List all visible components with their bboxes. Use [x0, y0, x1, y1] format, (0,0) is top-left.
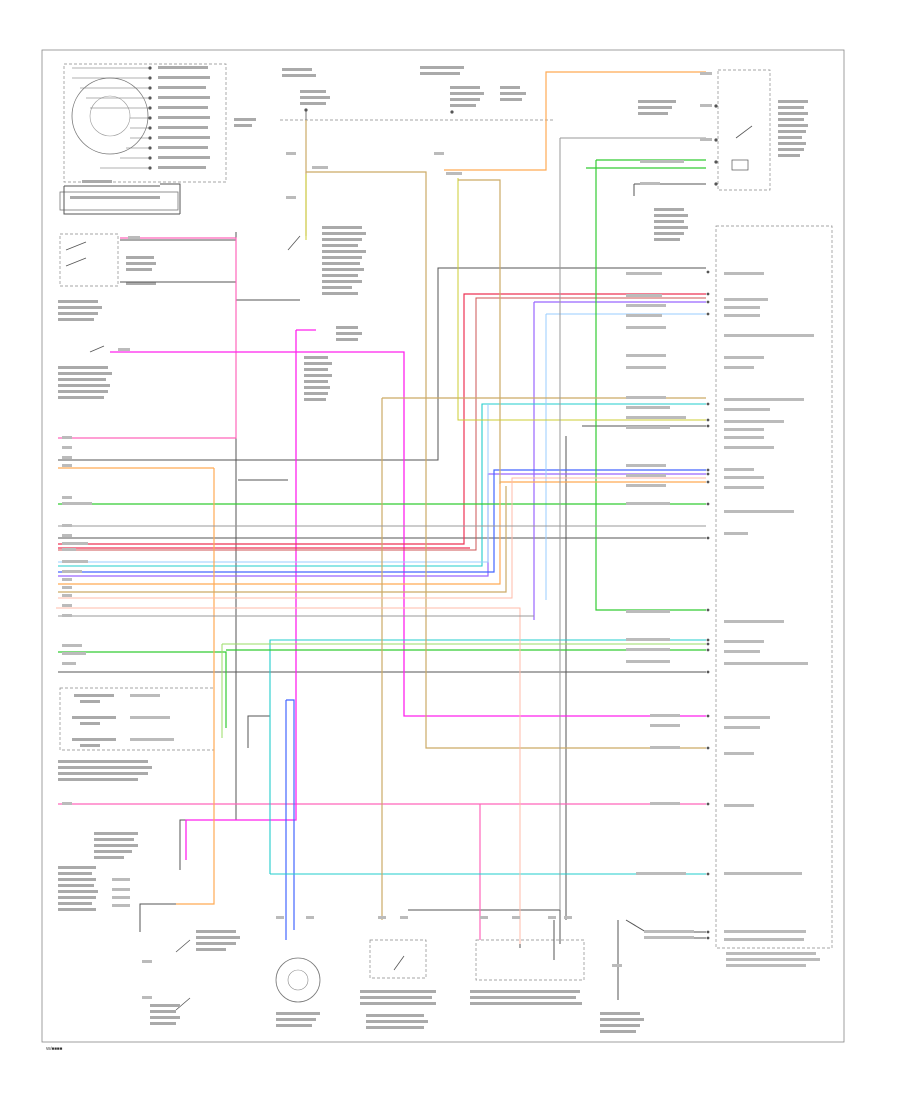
red-wires: [58, 293, 706, 549]
pcm-pins: [706, 270, 710, 940]
diagram-frame: [41, 49, 845, 1043]
left-components: [58, 687, 215, 911]
page-reference: W/■■■■: [46, 1046, 63, 1051]
bottom-components: [150, 930, 644, 1033]
fuel-pump-relay: [638, 69, 808, 241]
cyan-wires: [58, 403, 706, 875]
distributor: [59, 63, 227, 211]
fuse-block: [234, 66, 555, 127]
pcm-connector: [715, 225, 833, 967]
yellow-wires: [305, 174, 706, 421]
orange-wires: [58, 71, 706, 905]
brown-wires: [58, 297, 706, 551]
lightgreen-wires: [221, 643, 706, 738]
brake-switch-group: [58, 233, 156, 399]
tcc-switch: [287, 226, 366, 401]
gray-wires: [58, 137, 706, 910]
wire-tags: [62, 72, 712, 999]
salmon-wires: [56, 477, 706, 944]
blue-wires: [58, 469, 706, 940]
magenta-wires: [110, 329, 706, 860]
